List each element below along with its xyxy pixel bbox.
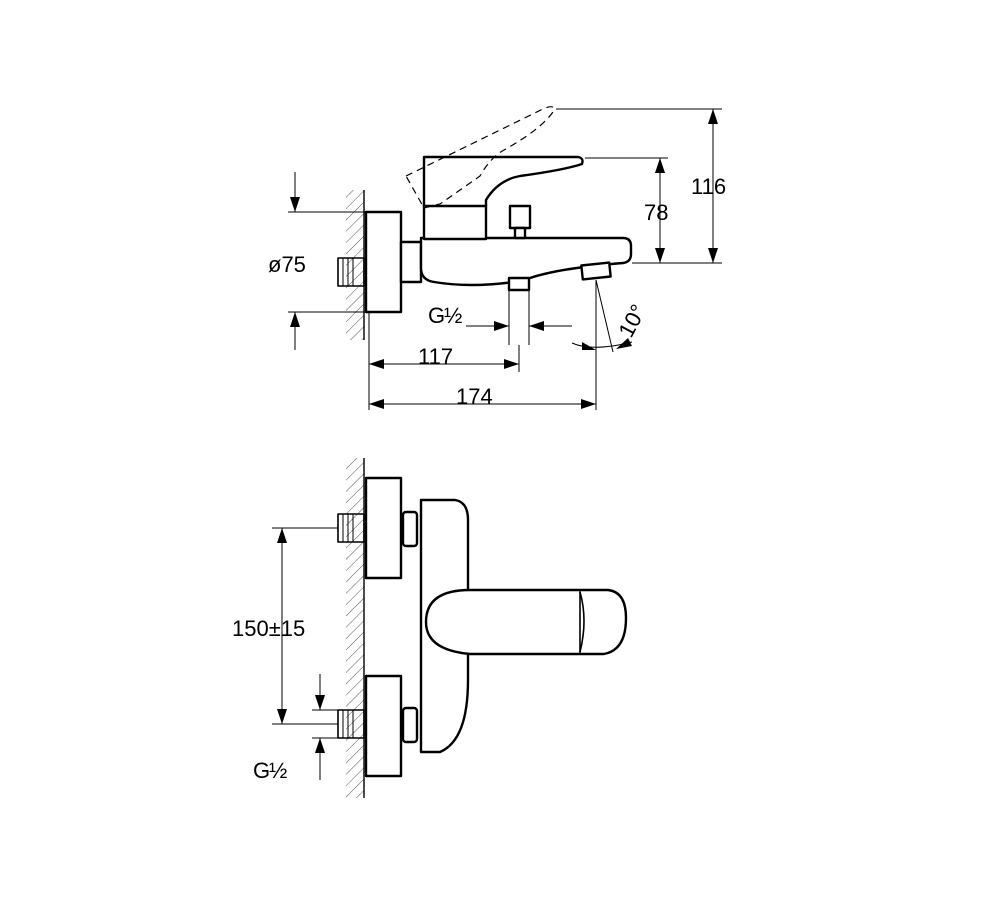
escutcheon-side: [364, 210, 403, 314]
mixer-body-side: [419, 236, 633, 287]
cartridge-side: [422, 203, 488, 241]
dim-78: 78: [585, 157, 668, 263]
top-view: 150±15 G ½: [232, 458, 628, 798]
dim-diameter-label: ø75: [268, 252, 306, 277]
inlet-connector-top-lower: [337, 709, 365, 739]
lever-handle-top: [424, 588, 628, 656]
dim-angle-10: 10°: [571, 279, 651, 353]
dim-78-label: 78: [644, 200, 668, 225]
lever-open-dashed: [405, 106, 555, 209]
nut-top-lower: [401, 706, 419, 744]
escutcheon-top-upper: [364, 476, 403, 580]
lever-handle-inner: [579, 591, 585, 653]
dim-150: 150±15: [232, 527, 338, 725]
neck-side: [399, 240, 423, 284]
escutcheon-top-lower: [364, 674, 403, 778]
dim-thread-top: G ½: [253, 674, 338, 783]
lever-handle-side: [422, 155, 584, 208]
dim-thread-side-g: G: [428, 303, 445, 328]
dim-116-label: 116: [691, 174, 726, 199]
dim-116: 116: [556, 108, 726, 264]
dim-174-label: 174: [456, 384, 493, 409]
dim-117-label: 117: [418, 344, 453, 369]
lower-outlet-side: [507, 276, 531, 292]
dim-117: 117: [368, 312, 520, 410]
dim-angle-label: 10°: [613, 300, 651, 341]
dim-thread-top-fraction: ½: [269, 758, 287, 783]
side-view: 116 78 ø75 G ½: [268, 106, 726, 410]
dim-174: 174: [369, 280, 597, 410]
wall-hatching-side: [346, 190, 364, 340]
wall-hatching-top: [346, 458, 364, 798]
dim-thread-top-g: G: [253, 758, 270, 783]
diverter-button-side: [508, 204, 532, 240]
spout-outlet-side: [580, 261, 612, 281]
dim-diameter-75: ø75: [268, 172, 366, 350]
dim-thread-side: G ½: [428, 290, 572, 345]
nut-top-upper: [401, 510, 419, 548]
dim-thread-side-fraction: ½: [444, 303, 462, 328]
inlet-connector-side: [337, 257, 365, 287]
dim-150-label: 150±15: [232, 616, 305, 641]
